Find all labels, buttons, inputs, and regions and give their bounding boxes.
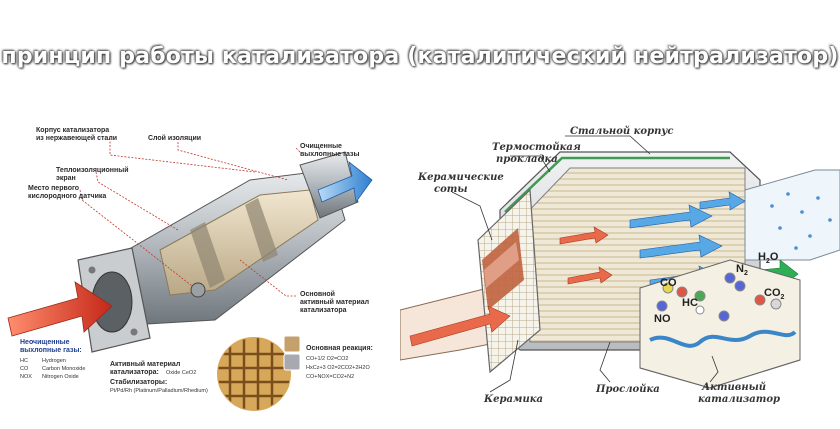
dirty-flow-arrows: [409, 226, 613, 347]
gas-name: Carbon Monoxide: [42, 366, 85, 372]
molecule-n2: N2: [736, 263, 748, 277]
raw-gas-arrow: [7, 281, 113, 337]
outlet-pipe: [744, 169, 840, 261]
label-active-material-1: Основной: [300, 290, 335, 298]
gas-name: Hydrogen: [42, 358, 66, 364]
gas-name: Nitrogen Oxide: [42, 374, 79, 380]
molecule-co: CO: [660, 277, 677, 289]
label-sensor-2: кислородного датчика: [28, 193, 106, 200]
reaction-item: HxCz+3 O2=2CO2+2H2O: [306, 365, 370, 371]
label-active-catalyst-2: катализатора:: [110, 369, 159, 376]
reaction-item: CO+NOX=CO2+N2: [306, 374, 354, 380]
gas-code: NOX: [20, 374, 32, 380]
catalyst-cross-section: [639, 259, 801, 389]
label-housing-2: из нержавеющей стали: [36, 134, 117, 142]
converter-schematic-diagram: CO HC NO N2 H2O CO2 Стальной корпус Терм…: [399, 110, 840, 429]
molecule-h2o: H2O: [758, 251, 779, 265]
clean-gas-arrow: [317, 161, 373, 204]
label-raw-gas-2: выхлопные газы:: [20, 347, 82, 354]
gas-code: CO: [20, 366, 29, 372]
label-active-material-2: активный материал: [300, 298, 369, 306]
label-stabilizers: Стабилизаторы:: [110, 378, 167, 386]
label-raw-gas-1: Неочищенные: [20, 339, 70, 346]
label-steel-housing: Стальной корпус: [570, 126, 673, 137]
honeycomb-closeup: [215, 335, 301, 413]
label-ceramic-cells-2: соты: [434, 184, 468, 195]
page-title: принцип работы катализатора (каталитичес…: [1, 44, 839, 69]
label-clean-gas-1: Очищенные: [300, 143, 342, 150]
label-ceramic-cells-1: Керамические: [417, 172, 504, 183]
converter-cutaway-diagram: Корпус катализатора из нержавеющей стали…: [0, 110, 420, 429]
stabilizers-value: Pt/Pd/Rh (Platinum/Palladium/Rhedium): [110, 388, 208, 394]
label-active-catalyst-1: Активный материал: [110, 360, 180, 368]
label-heat-shield-1: Теплоизоляционный: [56, 166, 129, 174]
label-heat-gasket-1: Термостойкая: [492, 142, 581, 153]
label-ceramics: Керамика: [483, 394, 543, 405]
label-sensor-1: Место первого: [28, 185, 79, 192]
label-interlayer: Прослойка: [595, 384, 660, 395]
gas-code: HC: [20, 358, 28, 364]
label-active-catalyst-2: катализатор: [698, 394, 780, 405]
label-reaction: Основная реакция:: [306, 345, 373, 352]
molecule-hc: HC: [682, 297, 698, 309]
label-heat-gasket-2: прокладка: [496, 154, 558, 165]
label-housing-1: Корпус катализатора: [36, 127, 109, 134]
label-active-catalyst-1: Активный: [701, 382, 766, 393]
label-heat-shield-2: экран: [56, 175, 76, 182]
reaction-item: CO+1/2 O2=CO2: [306, 356, 349, 362]
oxygen-sensor-port: [190, 282, 206, 298]
molecule-co2: CO2: [764, 287, 785, 301]
molecule-no: NO: [654, 313, 671, 325]
label-clean-gas-2: выхлопные газы: [300, 151, 359, 158]
label-insulation: Слой изоляции: [148, 134, 201, 142]
converter-body: [77, 151, 359, 353]
active-catalyst-value: Oxide CeO2: [166, 370, 196, 376]
inlet-flange: [77, 247, 151, 353]
label-active-material-3: катализатора: [300, 307, 347, 314]
